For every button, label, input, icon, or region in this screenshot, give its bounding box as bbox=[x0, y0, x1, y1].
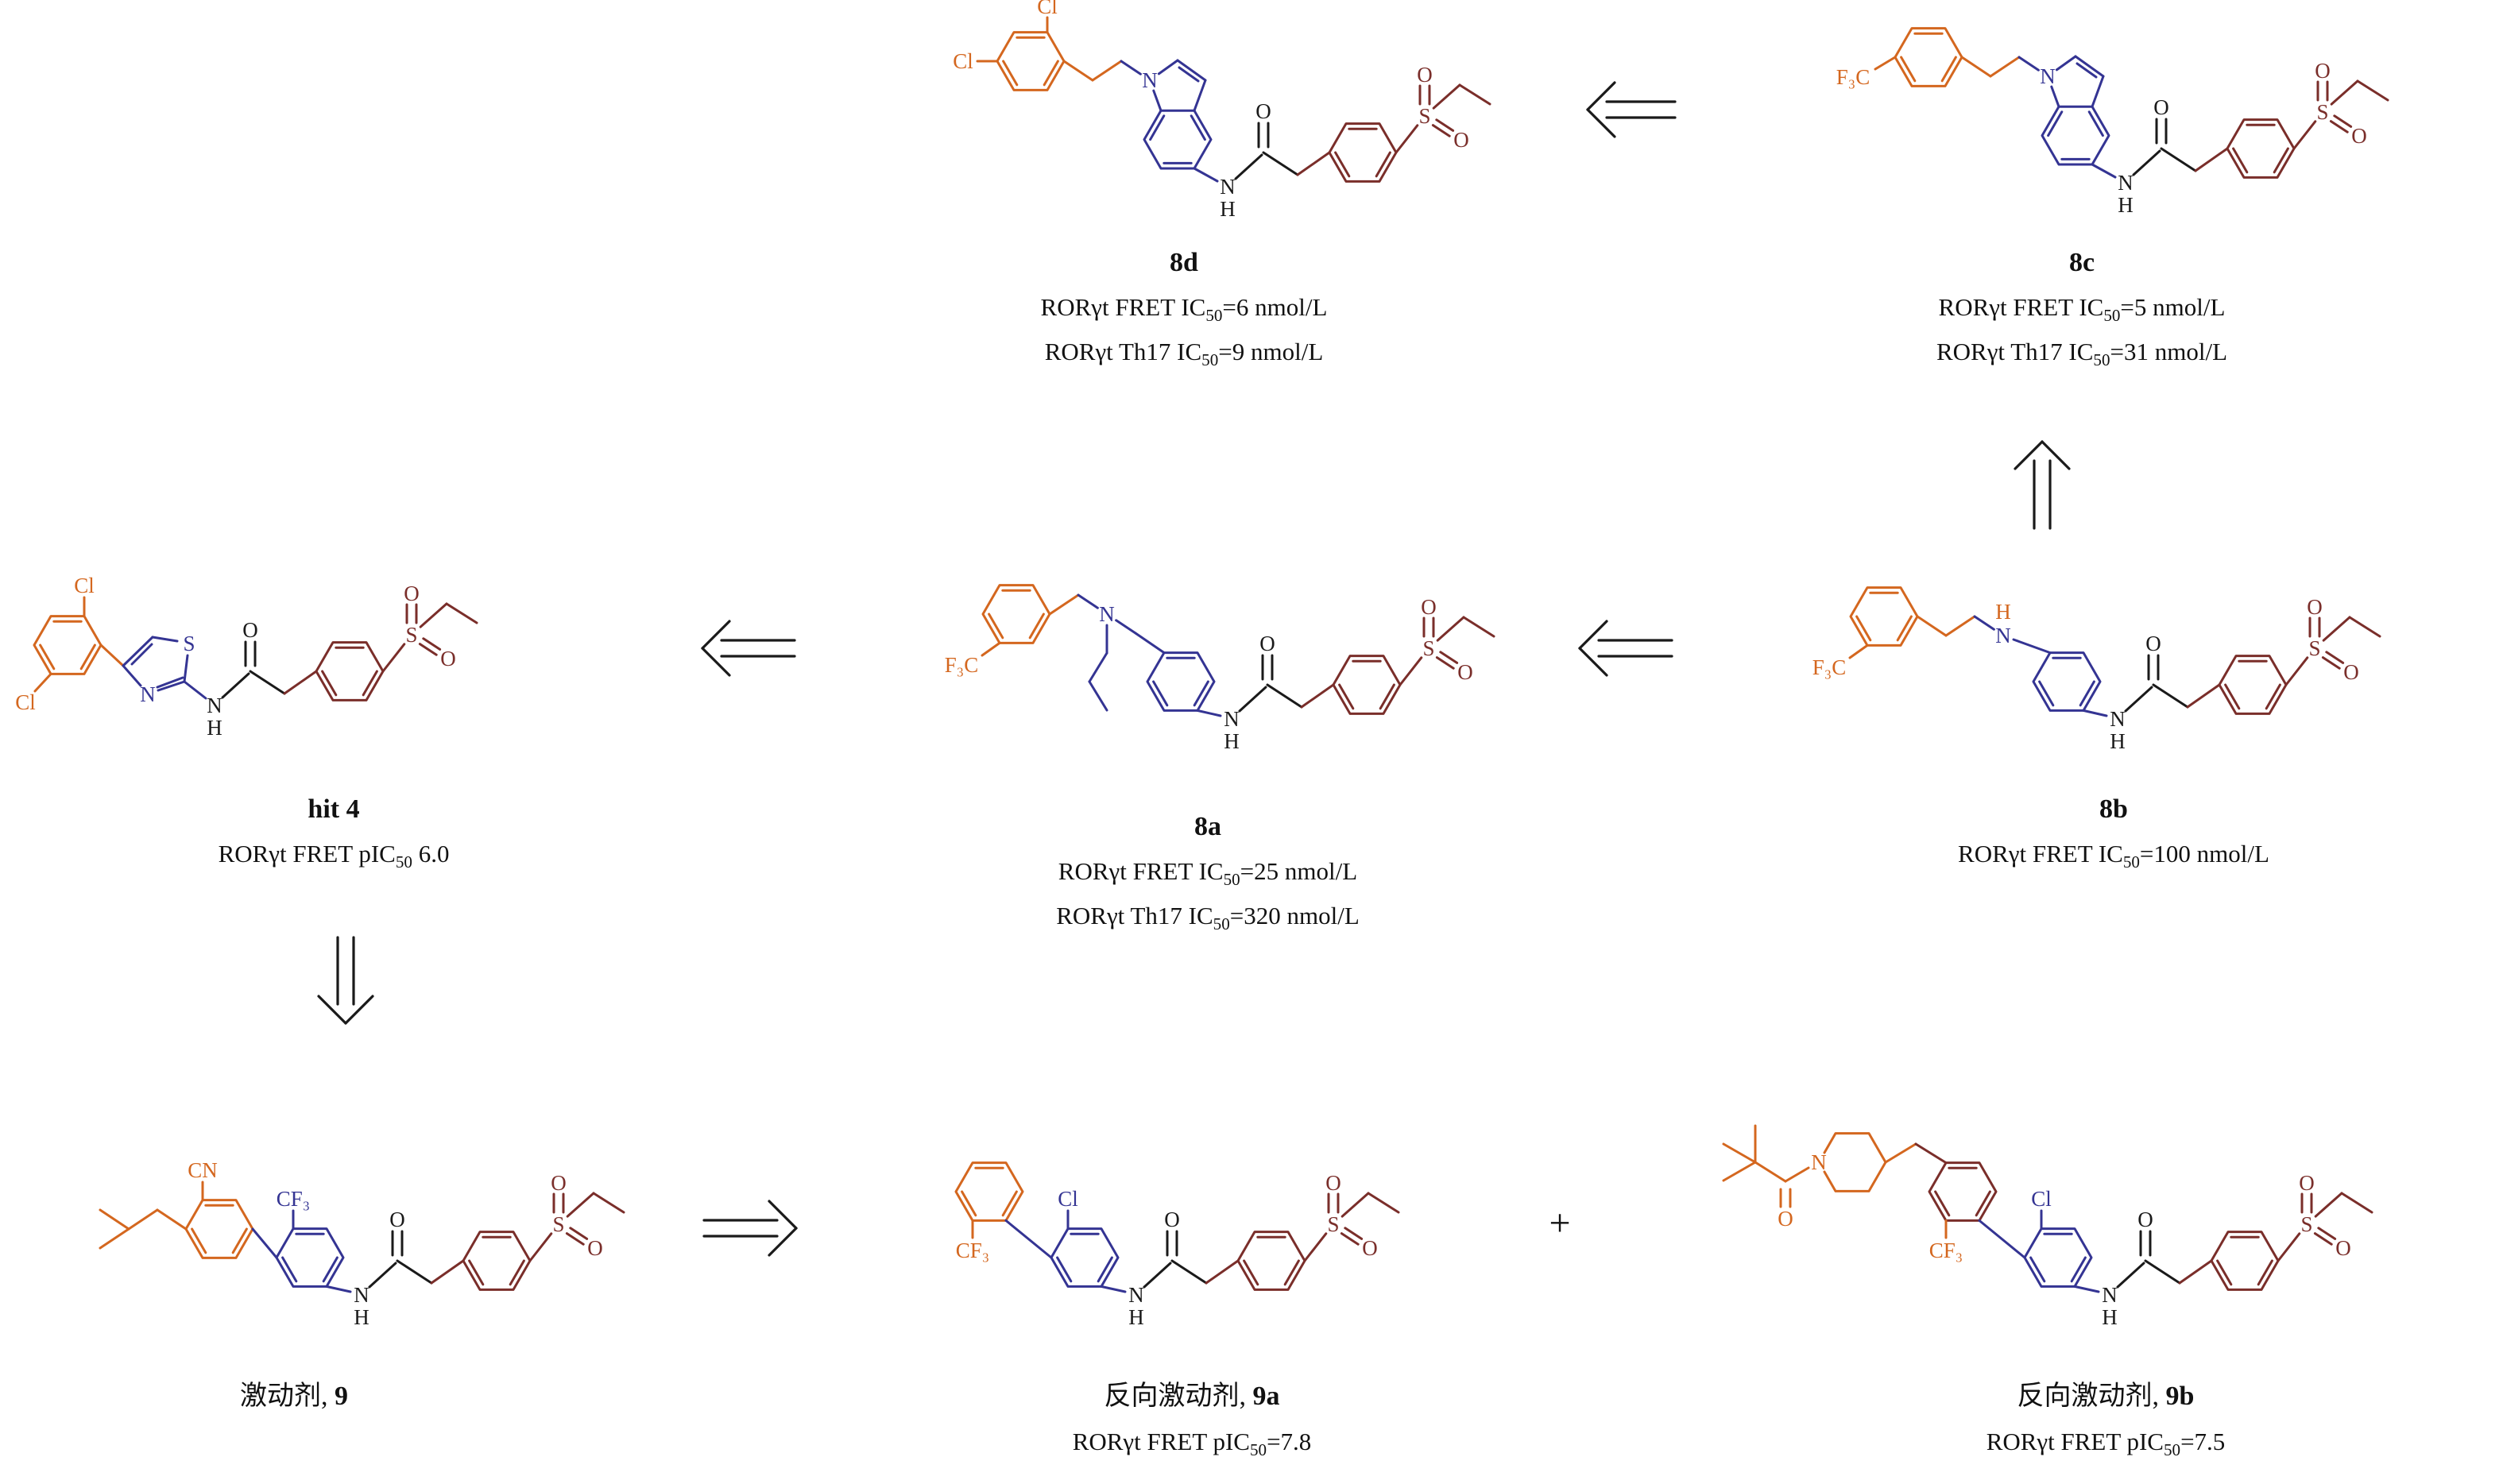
atom-label-h: H bbox=[1995, 600, 2011, 624]
activity-line: RORγt FRET pIC50=7.5 bbox=[1986, 1427, 2226, 1459]
compound-name-9: 激动剂, 9 bbox=[240, 1382, 348, 1411]
atom-label-cf3: CF₃ bbox=[1929, 1239, 1963, 1262]
retro-arrow-8b-to-8c bbox=[2014, 440, 2071, 530]
atom-label-f3c: F₃C bbox=[945, 653, 978, 677]
caption-8d: 8d RORγt FRET IC50=6 nmol/L RORγt Th17 I… bbox=[906, 248, 1462, 375]
compound-name-8d: 8d bbox=[1170, 248, 1198, 277]
atom-label-cl: Cl bbox=[1058, 1187, 1078, 1211]
retro-arrow-8c-to-8d bbox=[1586, 81, 1677, 138]
atom-label-cl: Cl bbox=[74, 574, 95, 597]
activity-line: RORγt FRET IC50=100 nmol/L bbox=[1958, 840, 2269, 872]
atom-label-cl: Cl bbox=[953, 49, 973, 73]
structure-9b-bonds bbox=[1722, 1124, 2100, 1293]
atom-label-s: S bbox=[183, 632, 195, 655]
atom-label-cl: Cl bbox=[15, 690, 36, 714]
structure-8b-bonds bbox=[1848, 586, 2108, 717]
caption-8a: 8a RORγt FRET IC50=25 nmol/L RORγt Th17 … bbox=[930, 812, 1486, 939]
activity-line: RORγt FRET pIC50 6.0 bbox=[218, 840, 450, 872]
retro-arrow-8a-to-hit4 bbox=[701, 620, 796, 677]
activity-line: RORγt FRET IC50=6 nmol/L bbox=[1040, 293, 1328, 326]
activity-line: RORγt FRET IC50=5 nmol/L bbox=[1938, 293, 2226, 326]
compound-name-hit4: hit 4 bbox=[308, 794, 360, 824]
compound-name-9a: 反向激动剂, 9a bbox=[1104, 1382, 1280, 1411]
structure-9: CN CF₃ bbox=[99, 1158, 625, 1331]
structure-9a-bonds bbox=[954, 1161, 1127, 1293]
atom-label-n: N bbox=[1142, 68, 1158, 92]
compound-name-8a: 8a bbox=[1194, 812, 1221, 841]
retro-arrow-hit4-to-9 bbox=[317, 936, 374, 1025]
structure-8a-bonds bbox=[981, 584, 1222, 717]
atom-label-cf3: CF₃ bbox=[956, 1239, 989, 1262]
structure-8d-bonds bbox=[976, 16, 1219, 183]
caption-hit4: hit 4 RORγt FRET pIC50 6.0 bbox=[56, 794, 612, 877]
retro-arrow-8b-to-8a bbox=[1578, 620, 1673, 677]
activity-line: RORγt Th17 IC50=31 nmol/L bbox=[1936, 338, 2228, 370]
caption-9b: 反向激动剂, 9b RORγt FRET pIC50=7.5 bbox=[1828, 1373, 2384, 1465]
atom-label-o: O bbox=[1778, 1207, 1793, 1231]
structure-hit4: Cl Cl S N bbox=[15, 574, 478, 741]
atom-label-n: N bbox=[140, 682, 156, 706]
activity-line: RORγt Th17 IC50=9 nmol/L bbox=[1044, 338, 1324, 370]
structure-9b: O N CF₃ Cl bbox=[1722, 1124, 2373, 1331]
activity-line: RORγt FRET pIC50=7.8 bbox=[1072, 1427, 1312, 1459]
caption-8b: 8b RORγt FRET IC50=100 nmol/L bbox=[1836, 794, 2392, 877]
caption-9: 激动剂, 9 bbox=[56, 1373, 532, 1420]
structure-8c: F₃C N bbox=[1836, 27, 2389, 218]
atom-label-cl: Cl bbox=[1037, 0, 1058, 18]
atom-label-n: N bbox=[1995, 624, 2011, 647]
retro-arrow-9-to-9a bbox=[702, 1200, 798, 1257]
structure-8d: Cl Cl N bbox=[953, 0, 1491, 222]
structure-8c-bonds bbox=[1874, 27, 2117, 179]
atom-label-n: N bbox=[1099, 602, 1115, 626]
structure-9-bonds bbox=[99, 1181, 352, 1293]
plus-sign: + bbox=[1549, 1202, 1571, 1244]
atom-label-cn: CN bbox=[188, 1158, 218, 1182]
structure-hit4-bonds bbox=[33, 596, 207, 700]
structure-8a: F₃C N bbox=[945, 584, 1495, 755]
atom-label-n: N bbox=[2040, 64, 2056, 88]
atom-label-cl: Cl bbox=[2031, 1187, 2052, 1211]
atom-label-f3c: F₃C bbox=[1812, 655, 1846, 679]
activity-line: RORγt FRET IC50=25 nmol/L bbox=[1058, 857, 1358, 890]
compound-name-9b: 反向激动剂, 9b bbox=[2017, 1382, 2195, 1411]
structure-8b: F₃C H N bbox=[1812, 586, 2381, 755]
compound-name-8c: 8c bbox=[2068, 248, 2095, 277]
atom-label-f3c: F₃C bbox=[1836, 65, 1870, 89]
structure-9a: CF₃ Cl bbox=[954, 1161, 1400, 1331]
activity-line: RORγt Th17 IC50=320 nmol/L bbox=[1056, 902, 1360, 934]
compound-name-8b: 8b bbox=[2099, 794, 2128, 824]
atom-label-cf3: CF₃ bbox=[277, 1187, 310, 1211]
caption-9a: 反向激动剂, 9a RORγt FRET pIC50=7.8 bbox=[914, 1373, 1470, 1465]
atom-label-n: N bbox=[1811, 1150, 1827, 1174]
caption-8c: 8c RORγt FRET IC50=5 nmol/L RORγt Th17 I… bbox=[1804, 248, 2360, 375]
